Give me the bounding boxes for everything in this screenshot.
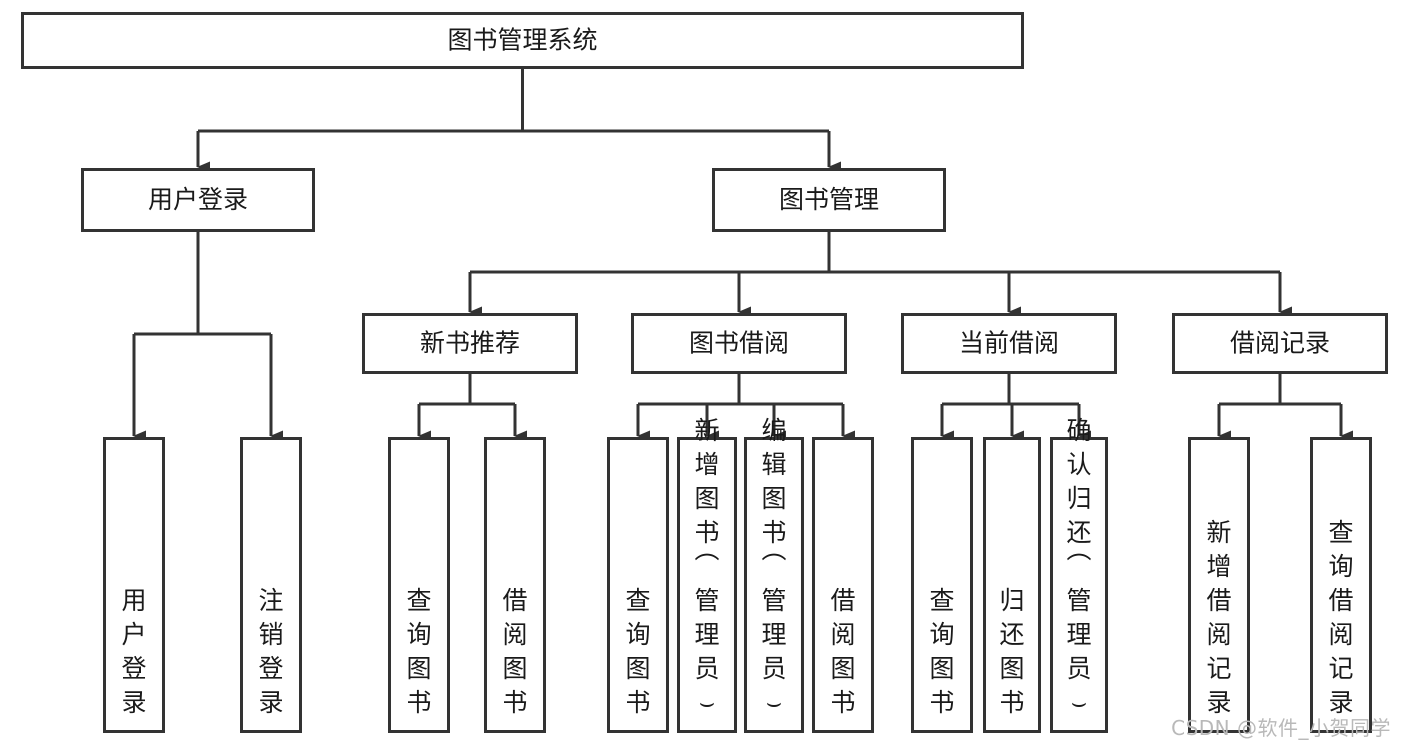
- node-box-user_login[interactable]: [81, 168, 315, 232]
- node-box-leaf_cur_confirm[interactable]: [1050, 437, 1108, 733]
- edge-group-new_book_rec: [417, 374, 527, 442]
- edge-group-borrow_record: [1217, 374, 1353, 442]
- node-new_book_rec[interactable]: 新书推荐: [362, 313, 578, 374]
- node-box-leaf_user_logout[interactable]: [240, 437, 302, 733]
- node-box-leaf_borrow_edit[interactable]: [744, 437, 804, 733]
- node-box-book_borrow[interactable]: [631, 313, 847, 374]
- node-label-current_borrow: 当前借阅: [959, 329, 1059, 358]
- node-label-leaf_rec_query2: 查询借阅记录: [1328, 518, 1353, 717]
- node-box-leaf_rec_borrow[interactable]: [484, 437, 546, 733]
- edge-group-book_manage: [468, 232, 1292, 318]
- node-box-leaf_cur_query[interactable]: [911, 437, 973, 733]
- node-box-borrow_record[interactable]: [1172, 313, 1388, 374]
- node-leaf_rec_add[interactable]: 新增借阅记录: [1188, 437, 1250, 733]
- node-book_manage[interactable]: 图书管理: [712, 168, 946, 232]
- node-leaf_rec_query2[interactable]: 查询借阅记录: [1310, 437, 1372, 733]
- node-label-root: 图书管理系统: [447, 26, 597, 55]
- node-label-borrow_record: 借阅记录: [1230, 329, 1330, 358]
- node-box-leaf_borrow_add[interactable]: [677, 437, 737, 733]
- node-box-current_borrow[interactable]: [901, 313, 1117, 374]
- node-leaf_user_logout[interactable]: 注销登录: [240, 437, 302, 733]
- node-layer: 图书管理系统用户登录图书管理新书推荐图书借阅当前借阅借阅记录用户登录注销登录查询…: [21, 12, 1388, 733]
- node-label-leaf_borrow_edit: 编辑图书⌒管理员⌣: [761, 416, 786, 717]
- node-label-book_borrow: 图书借阅: [689, 329, 789, 358]
- node-box-root[interactable]: [21, 12, 1024, 69]
- edge-group-book_borrow: [636, 374, 855, 442]
- node-label-leaf_rec_borrow: 借阅图书: [502, 586, 527, 717]
- node-box-leaf_rec_query[interactable]: [388, 437, 450, 733]
- node-label-leaf_user_logout: 注销登录: [258, 586, 283, 717]
- node-leaf_borrow_do[interactable]: 借阅图书: [812, 437, 874, 733]
- node-label-leaf_user_login: 用户登录: [121, 586, 146, 717]
- node-leaf_cur_return[interactable]: 归还图书: [983, 437, 1041, 733]
- node-label-leaf_borrow_query: 查询图书: [625, 586, 650, 717]
- node-book_borrow[interactable]: 图书借阅: [631, 313, 847, 374]
- node-label-new_book_rec: 新书推荐: [420, 329, 520, 358]
- node-leaf_cur_confirm[interactable]: 确认归还⌒管理员⌣: [1050, 416, 1108, 733]
- edge-group-root: [196, 69, 841, 173]
- node-box-leaf_user_login[interactable]: [103, 437, 165, 733]
- edge-group-user_login: [132, 232, 283, 442]
- node-box-book_manage[interactable]: [712, 168, 946, 232]
- node-box-leaf_borrow_do[interactable]: [812, 437, 874, 733]
- node-leaf_borrow_add[interactable]: 新增图书⌒管理员⌣: [677, 416, 737, 733]
- node-leaf_user_login[interactable]: 用户登录: [103, 437, 165, 733]
- node-leaf_rec_query[interactable]: 查询图书: [388, 437, 450, 733]
- node-label-book_manage: 图书管理: [779, 185, 879, 214]
- edge-layer: [132, 69, 1353, 442]
- node-label-leaf_cur_confirm: 确认归还⌒管理员⌣: [1066, 416, 1091, 717]
- node-box-leaf_cur_return[interactable]: [983, 437, 1041, 733]
- node-current_borrow[interactable]: 当前借阅: [901, 313, 1117, 374]
- node-box-leaf_rec_query2[interactable]: [1310, 437, 1372, 733]
- node-label-leaf_rec_query: 查询图书: [406, 586, 431, 717]
- node-box-new_book_rec[interactable]: [362, 313, 578, 374]
- node-user_login[interactable]: 用户登录: [81, 168, 315, 232]
- node-label-leaf_cur_query: 查询图书: [929, 586, 954, 717]
- node-borrow_record[interactable]: 借阅记录: [1172, 313, 1388, 374]
- edge-group-current_borrow: [940, 374, 1091, 442]
- node-label-user_login: 用户登录: [148, 185, 248, 214]
- node-leaf_borrow_edit[interactable]: 编辑图书⌒管理员⌣: [744, 416, 804, 733]
- node-label-leaf_cur_return: 归还图书: [999, 586, 1024, 717]
- node-leaf_cur_query[interactable]: 查询图书: [911, 437, 973, 733]
- node-leaf_borrow_query[interactable]: 查询图书: [607, 437, 669, 733]
- node-box-leaf_rec_add[interactable]: [1188, 437, 1250, 733]
- node-box-leaf_borrow_query[interactable]: [607, 437, 669, 733]
- node-label-leaf_borrow_do: 借阅图书: [830, 586, 855, 717]
- node-label-leaf_borrow_add: 新增图书⌒管理员⌣: [694, 416, 719, 717]
- node-root[interactable]: 图书管理系统: [21, 12, 1024, 69]
- node-leaf_rec_borrow[interactable]: 借阅图书: [484, 437, 546, 733]
- node-label-leaf_rec_add: 新增借阅记录: [1206, 518, 1231, 717]
